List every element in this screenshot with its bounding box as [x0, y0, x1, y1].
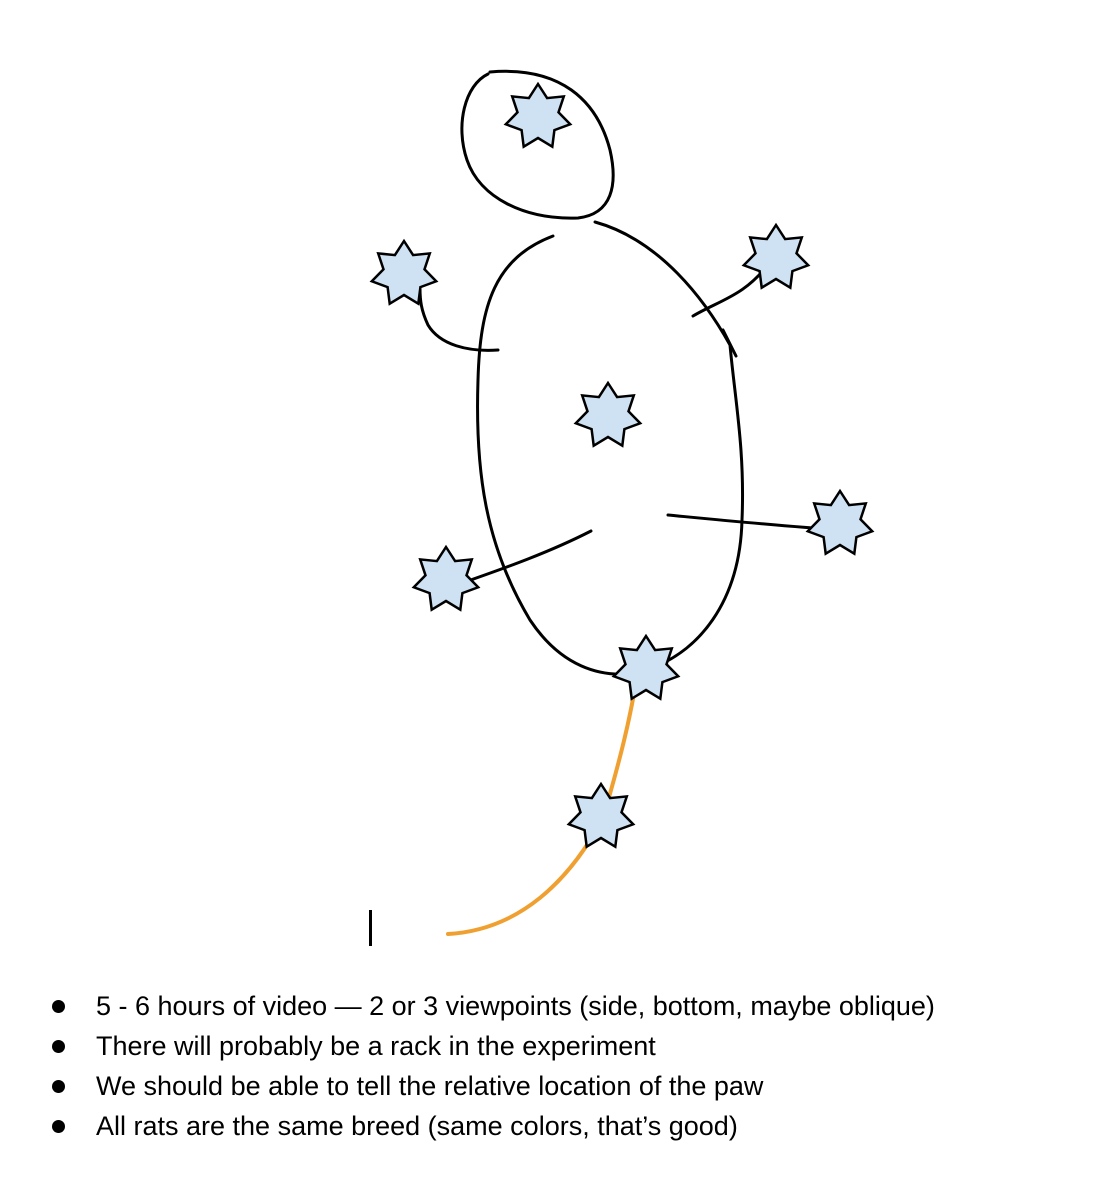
bullet-icon [52, 1000, 65, 1013]
note-text: All rats are the same breed (same colors… [96, 1111, 738, 1141]
note-item: 5 - 6 hours of video — 2 or 3 viewpoints… [0, 986, 1108, 1026]
note-item: All rats are the same breed (same colors… [0, 1106, 1108, 1146]
notes-list: 5 - 6 hours of video — 2 or 3 viewpoints… [0, 986, 1108, 1146]
keypoint-marker-tail-mid [566, 781, 636, 849]
front-left-leg [418, 286, 500, 352]
keypoint-marker-hind-left-paw [411, 544, 481, 612]
keypoint-markers [369, 81, 875, 849]
keypoint-marker-head [503, 81, 573, 149]
note-text: We should be able to tell the relative l… [96, 1071, 764, 1101]
keypoint-marker-front-right-paw [741, 222, 811, 290]
note-text: 5 - 6 hours of video — 2 or 3 viewpoints… [96, 991, 935, 1021]
rat-keypoint-sketch [369, 69, 875, 936]
keypoint-marker-tail-base [611, 633, 681, 701]
hind-left-leg [463, 529, 593, 584]
bullet-icon [52, 1120, 65, 1133]
keypoint-marker-body-center [573, 380, 643, 448]
text-cursor [369, 910, 372, 946]
bullet-icon [52, 1080, 65, 1093]
note-text: There will probably be a rack in the exp… [96, 1031, 656, 1061]
note-item: There will probably be a rack in the exp… [0, 1026, 1108, 1066]
keypoint-marker-front-left-paw [369, 238, 439, 306]
rat-body-accent [721, 328, 738, 358]
bullet-icon [52, 1040, 65, 1053]
note-item: We should be able to tell the relative l… [0, 1066, 1108, 1106]
rat-body-outline [476, 220, 745, 676]
keypoint-marker-hind-right-paw [805, 488, 875, 556]
rat-head-outline [460, 69, 615, 220]
